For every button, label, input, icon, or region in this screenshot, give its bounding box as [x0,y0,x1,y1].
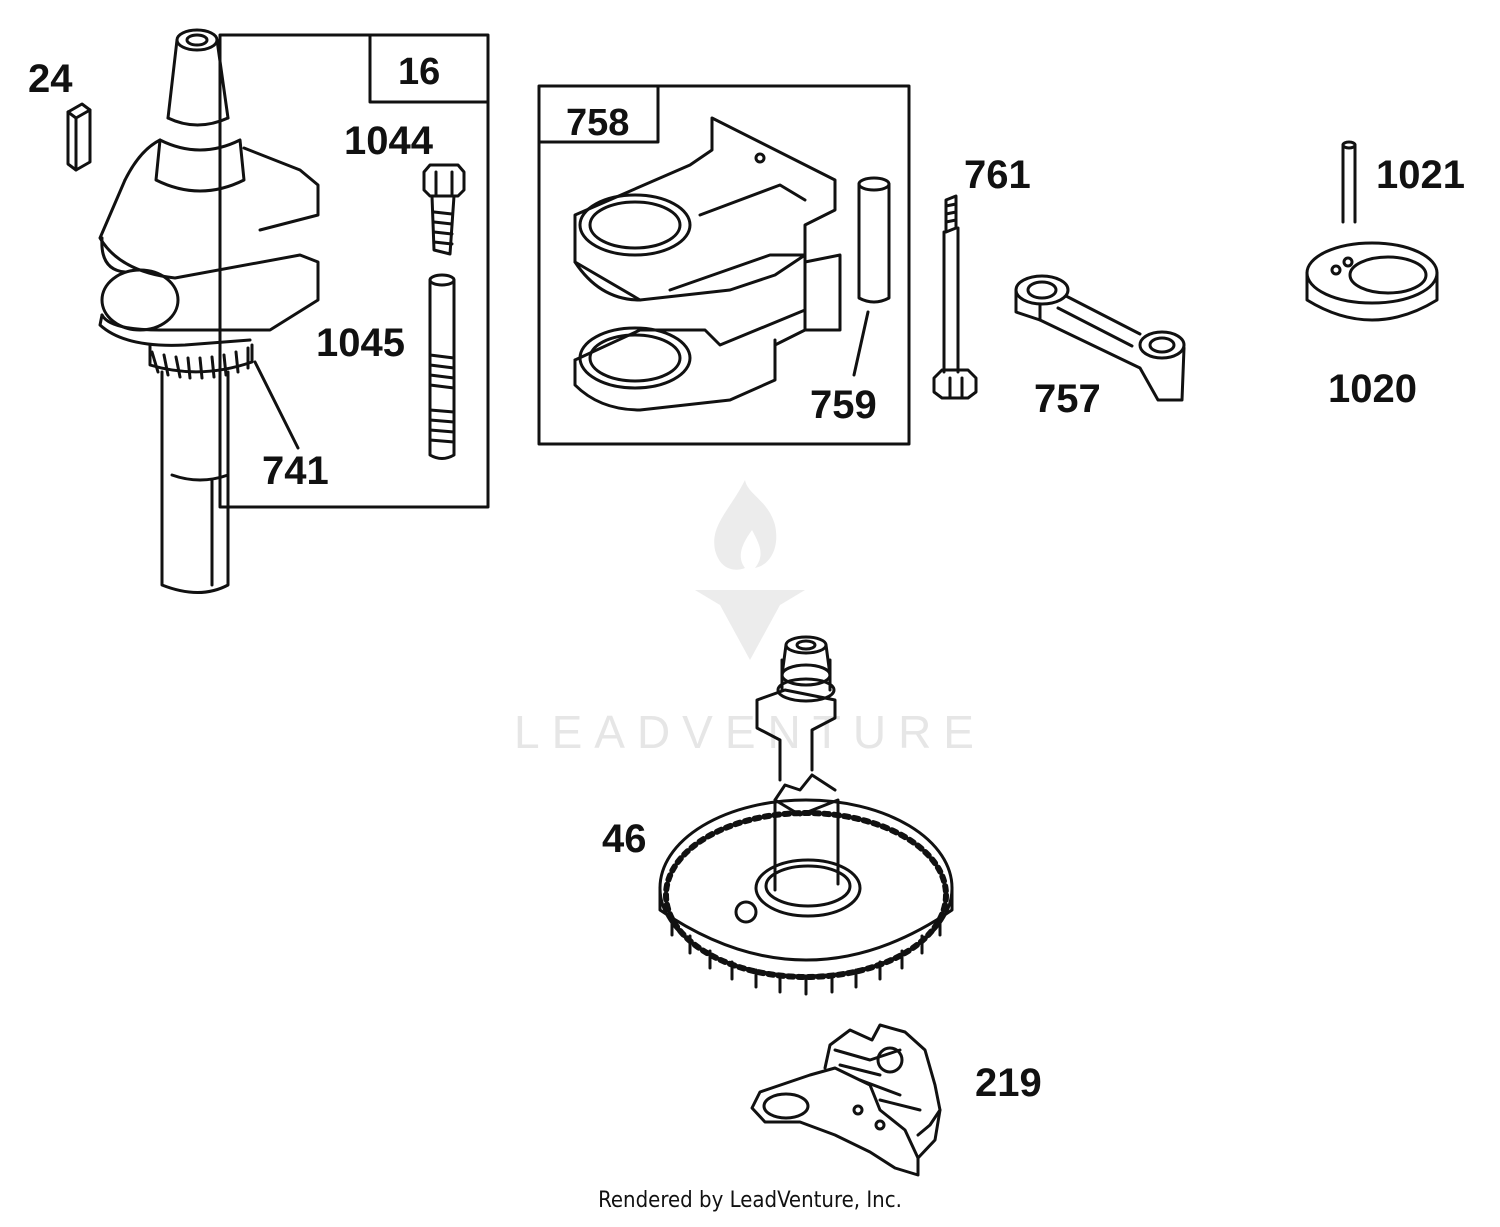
part-758-bearing [573,116,842,412]
callout-757: 757 [1034,377,1101,421]
callout-labels: 24 16 1044 1045 741 758 759 761 757 1021… [28,51,1465,1105]
callout-24: 24 [28,57,73,101]
callout-1045: 1045 [316,321,405,365]
kit-box-758 [537,84,911,446]
part-1020-ring [1305,241,1439,322]
watermark-text: LEADVENTURE [514,706,986,758]
part-46-camshaft [658,635,954,996]
part-759-dowel [852,176,891,377]
leadventure-watermark: LEADVENTURE [514,480,986,758]
part-757-connecting-rod [1014,274,1186,402]
callout-1020: 1020 [1328,367,1417,411]
part-219-governor [750,1023,942,1177]
part-24-key [66,102,92,172]
callout-761: 761 [964,153,1031,197]
callout-759: 759 [810,383,877,427]
part-1021-pin [1341,140,1357,224]
part-1044-bolt [422,163,466,256]
kit-box-16 [218,33,490,509]
callout-1021: 1021 [1376,153,1465,197]
callout-741: 741 [262,449,329,493]
callout-1044: 1044 [344,119,434,163]
leader-741 [253,360,300,450]
part-1045-stud [428,273,456,460]
callout-46: 46 [602,817,647,861]
callout-219: 219 [975,1061,1042,1105]
part-16-crankshaft [98,28,320,594]
footer-credit: Rendered by LeadVenture, Inc. [598,1188,902,1213]
callout-16: 16 [398,51,440,93]
callout-758: 758 [566,102,629,144]
part-761-screw [932,194,978,400]
